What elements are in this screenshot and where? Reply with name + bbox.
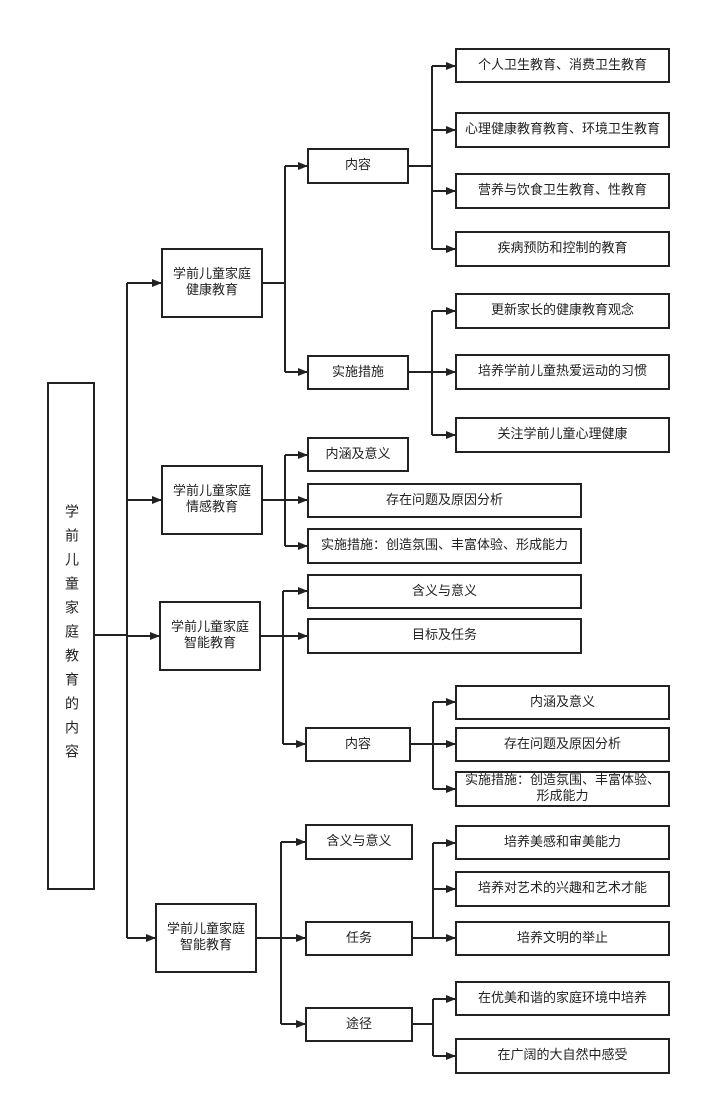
leaf-label: 在广阔的大自然中感受 <box>497 1048 628 1063</box>
aesthetic-task-leaf-3: 培养文明的举止 <box>455 921 670 956</box>
health-measure-leaf-1: 更新家长的健康教育观念 <box>455 293 670 329</box>
node-label: 含义与意义 <box>411 583 477 599</box>
node-label: 内容 <box>344 158 371 173</box>
node-label: 目标及任务 <box>411 628 477 643</box>
leaf-label: 疾病预防和控制的教育 <box>497 241 628 256</box>
leaf-label: 更新家长的健康教育观念 <box>490 303 634 318</box>
health-measure-leaf-2: 培养学前儿童热爱运动的习惯 <box>455 354 670 390</box>
aesthetic-task-leaf-2: 培养对艺术的兴趣和艺术才能 <box>455 871 670 907</box>
intelligence-meaning-node: 含义与意义 <box>307 574 582 609</box>
leaf-label: 存在问题及原因分析 <box>503 736 621 752</box>
node-label: 内容 <box>344 736 371 752</box>
leaf-label: 内涵及意义 <box>529 694 595 710</box>
node-label: 实施措施 <box>331 364 384 380</box>
branch-intelligence-education: 学前儿童家庭 智能教育 <box>159 601 261 671</box>
health-leaf-3: 营养与饮食卫生教育、性教育 <box>455 173 670 209</box>
branch-health-education: 学前儿童家庭 健康教育 <box>161 248 263 318</box>
leaf-label: 个人卫生教育、消费卫生教育 <box>477 57 647 73</box>
emotion-meaning-node: 内涵及意义 <box>307 437 409 472</box>
health-content-node: 内容 <box>307 148 409 184</box>
node-label: 途径 <box>345 1016 372 1032</box>
intelligence-leaf-1: 内涵及意义 <box>455 685 670 720</box>
health-leaf-4: 疾病预防和控制的教育 <box>455 231 670 267</box>
health-leaf-1: 个人卫生教育、消费卫生教育 <box>455 48 670 83</box>
branch-label: 学前儿童家庭 健康教育 <box>172 267 251 298</box>
leaf-label: 营养与饮食卫生教育、性教育 <box>477 183 647 198</box>
leaf-label: 实施措施：创造氛围、丰富体验、 形成能力 <box>464 773 660 804</box>
leaf-label: 在优美和谐的家庭环境中培养 <box>477 990 647 1006</box>
aesthetic-approach-leaf-2: 在广阔的大自然中感受 <box>455 1038 670 1074</box>
emotion-problems-node: 存在问题及原因分析 <box>307 483 582 518</box>
aesthetic-tasks-node: 任务 <box>305 921 413 956</box>
health-leaf-2: 心理健康教育教育、环境卫生教育 <box>455 112 670 148</box>
node-label: 内涵及意义 <box>325 446 391 462</box>
branch-label: 学前儿童家庭 情感教育 <box>172 484 251 515</box>
intelligence-leaf-2: 存在问题及原因分析 <box>455 727 670 762</box>
root-label: 学前儿童家庭教育的内容 <box>63 504 79 768</box>
aesthetic-task-leaf-1: 培养美感和审美能力 <box>455 825 670 860</box>
root-node: 学前儿童家庭教育的内容 <box>47 382 95 890</box>
node-label: 实施措施：创造氛围、丰富体验、形成能力 <box>320 538 568 553</box>
health-measures-node: 实施措施 <box>307 355 409 390</box>
aesthetic-approach-node: 途径 <box>305 1007 413 1042</box>
leaf-label: 培养学前儿童热爱运动的习惯 <box>477 364 647 379</box>
intelligence-content-node: 内容 <box>305 727 411 762</box>
intelligence-leaf-3: 实施措施：创造氛围、丰富体验、 形成能力 <box>455 771 670 807</box>
node-label: 任务 <box>345 930 372 946</box>
node-label: 存在问题及原因分析 <box>385 492 503 508</box>
aesthetic-approach-leaf-1: 在优美和谐的家庭环境中培养 <box>455 981 670 1016</box>
emotion-measures-node: 实施措施：创造氛围、丰富体验、形成能力 <box>307 528 582 564</box>
branch-emotion-education: 学前儿童家庭 情感教育 <box>161 465 263 535</box>
leaf-label: 心理健康教育教育、环境卫生教育 <box>464 122 660 137</box>
node-label: 含义与意义 <box>326 834 392 849</box>
leaf-label: 培养对艺术的兴趣和艺术才能 <box>477 881 647 896</box>
aesthetic-meaning-node: 含义与意义 <box>305 824 413 860</box>
branch-label: 学前儿童家庭 智能教育 <box>170 620 249 651</box>
leaf-label: 关注学前儿童心理健康 <box>497 427 628 442</box>
branch-aesthetic-education: 学前儿童家庭 智能教育 <box>155 903 257 973</box>
leaf-label: 培养文明的举止 <box>516 930 608 946</box>
intelligence-goals-node: 目标及任务 <box>307 618 582 654</box>
health-measure-leaf-3: 关注学前儿童心理健康 <box>455 417 670 453</box>
leaf-label: 培养美感和审美能力 <box>503 834 621 850</box>
branch-label: 学前儿童家庭 智能教育 <box>166 922 245 953</box>
